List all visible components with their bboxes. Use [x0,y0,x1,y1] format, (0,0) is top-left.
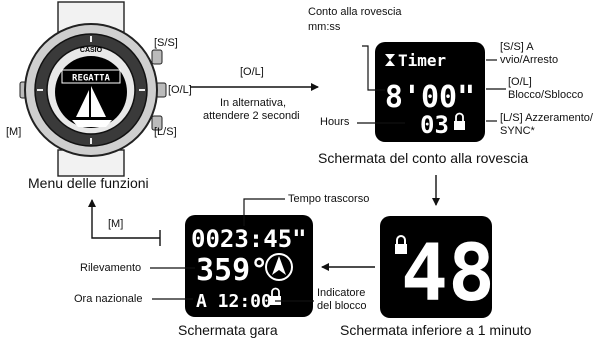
watch-illustration [19,1,167,177]
countdown-ss-line1: [S/S] A [500,41,534,53]
countdown-timer-label: Timer [398,51,446,70]
race-bearing-value: 359° [196,253,268,288]
race-lock-label-line1: Indicatore [317,287,366,299]
race-leader-lines [150,198,314,302]
button-ls-label: [L/S] [154,126,177,138]
countdown-display [375,42,485,142]
countdown-hours-value: 03 [420,111,449,139]
arrow-to-menu [88,199,161,246]
countdown-ls-line2: SYNC* [500,125,535,137]
race-m-label: [M] [108,218,124,230]
last-minute-value: 48 [401,229,495,319]
countdown-ss-line2: vvio/Arresto [500,54,559,66]
countdown-hours-label: Hours [320,116,350,128]
race-elapsed-label: Tempo trascorso [288,193,370,205]
race-home-time-value: A 12:00 [196,291,272,312]
countdown-minutes-seconds: 8'00" [385,80,475,115]
countdown-ls-line1: [L/S] Azzeramento/ [500,112,593,124]
button-ss-label: [S/S] [154,37,178,49]
watch-brand: CASIO [80,47,103,54]
button-m-label: [M] [6,126,22,138]
countdown-ol-line1: [O/L] [508,76,532,88]
last-minute-caption: Schermata inferiore a 1 minuto [340,322,532,338]
race-caption: Schermata gara [178,322,278,338]
countdown-leader-lines [357,45,506,124]
watch-screen-text: REGATTA [72,74,111,84]
arrow-alt-line2: attendere 2 secondi [203,110,300,122]
race-bearing-label: Rilevamento [80,262,142,274]
button-ol-label: [O/L] [168,84,192,96]
countdown-title-line1: Conto alla rovescia [308,6,402,18]
arrow-ol-label: [O/L] [240,66,264,78]
race-display [185,215,313,317]
watch-caption: Menu delle funzioni [28,175,149,191]
last-minute-display [380,216,492,318]
race-home-time-label: Ora nazionale [74,293,143,305]
countdown-ol-line2: Blocco/Sblocco [508,89,584,101]
race-elapsed-value: 0023:45" [191,225,307,253]
countdown-caption: Schermata del conto alla rovescia [318,150,529,166]
race-lock-label-line2: del blocco [317,300,367,312]
countdown-title-line2: mm:ss [308,21,341,33]
arrow-alt-line1: In alternativa, [220,97,287,109]
